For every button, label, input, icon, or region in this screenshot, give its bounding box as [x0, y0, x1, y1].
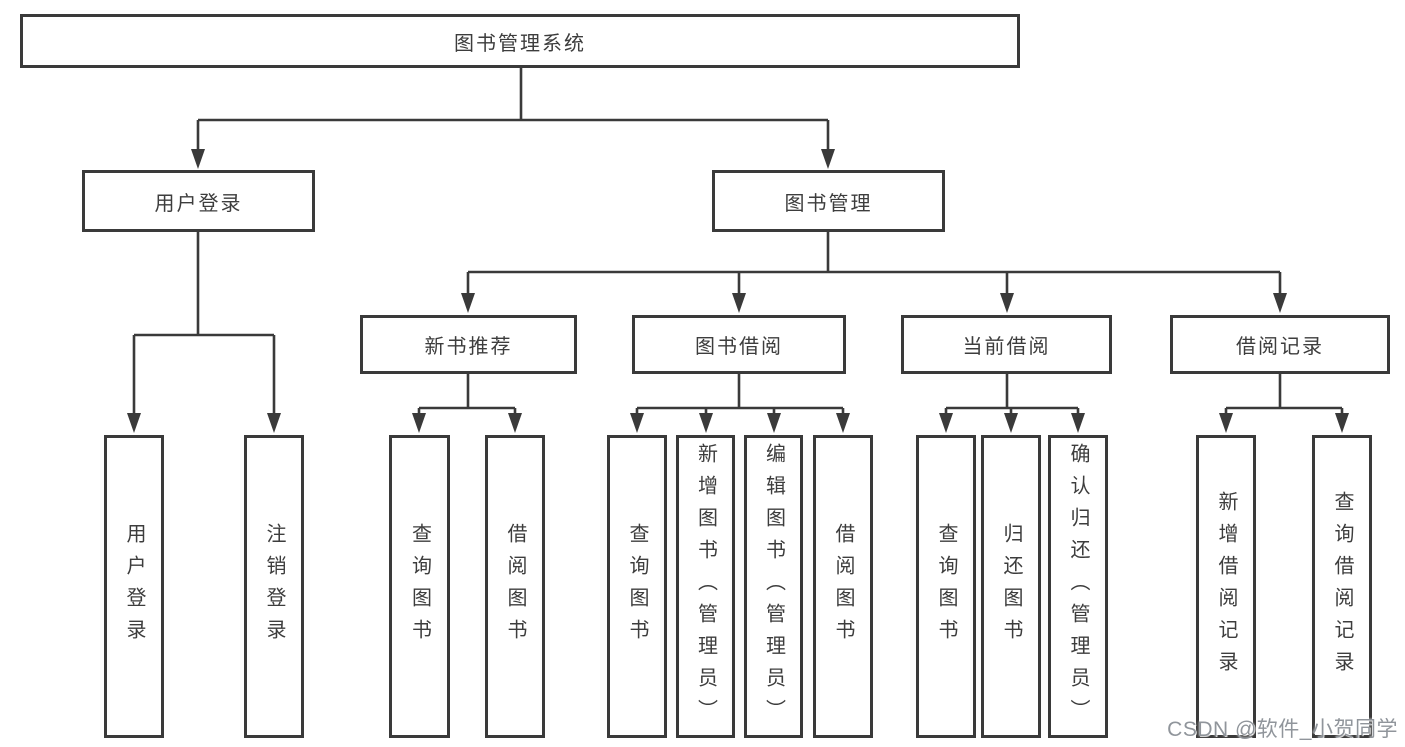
arrow-down-icon — [1219, 413, 1233, 433]
leaf-edit-books-admin: 编辑图书（管理员） — [744, 435, 803, 738]
leaf-query-books-2: 查询图书 — [607, 435, 667, 738]
leaf-label: 查询图书 — [626, 522, 648, 651]
node-library-management-system: 图书管理系统 — [20, 14, 1020, 68]
leaf-add-books-admin: 新增图书（管理员） — [676, 435, 735, 738]
leaf-label: 确认归还（管理员） — [1067, 442, 1089, 731]
leaf-label: 新增借阅记录 — [1215, 490, 1237, 683]
node-user-login: 用户登录 — [82, 170, 315, 232]
arrow-down-icon — [767, 413, 781, 433]
node-new-book-recommendation: 新书推荐 — [360, 315, 577, 374]
arrow-down-icon — [267, 413, 281, 433]
csdn-watermark: CSDN @软件_小贺同学 — [1167, 718, 1398, 741]
arrow-down-icon — [1335, 413, 1349, 433]
arrow-down-icon — [732, 293, 746, 313]
connector-new-book-recommendation — [417, 374, 517, 416]
connector-borrowing-records — [1224, 374, 1344, 416]
leaf-user-login: 用户登录 — [104, 435, 164, 738]
leaf-label: 归还图书 — [1000, 522, 1022, 651]
connector-root — [196, 68, 830, 152]
connector-book-borrowing — [635, 374, 845, 416]
arrow-down-icon — [412, 413, 426, 433]
leaf-label: 查询图书 — [935, 522, 957, 651]
leaf-borrow-books-2: 借阅图书 — [813, 435, 873, 738]
arrow-down-icon — [1071, 413, 1085, 433]
connector-user-login — [132, 232, 276, 416]
leaf-label: 新增图书（管理员） — [694, 442, 717, 731]
arrow-down-icon — [461, 293, 475, 313]
leaf-label: 查询借阅记录 — [1331, 490, 1353, 683]
leaf-label: 查询图书 — [408, 522, 431, 651]
connector-book-management — [466, 232, 1282, 296]
leaf-confirm-return-admin: 确认归还（管理员） — [1048, 435, 1108, 738]
arrow-down-icon — [939, 413, 953, 433]
leaf-query-borrow-record: 查询借阅记录 — [1312, 435, 1372, 738]
arrow-down-icon — [699, 413, 713, 433]
node-current-borrowing: 当前借阅 — [901, 315, 1112, 374]
arrow-down-icon — [1000, 293, 1014, 313]
node-borrowing-records: 借阅记录 — [1170, 315, 1390, 374]
leaf-label: 借阅图书 — [504, 522, 526, 651]
connector-current-borrowing — [944, 374, 1080, 416]
arrow-down-icon — [508, 413, 522, 433]
arrowheads — [127, 149, 1349, 433]
arrow-down-icon — [1273, 293, 1287, 313]
leaf-query-books-1: 查询图书 — [389, 435, 450, 738]
leaf-label: 借阅图书 — [832, 522, 854, 651]
arrow-down-icon — [821, 149, 835, 169]
arrow-down-icon — [191, 149, 205, 169]
arrow-down-icon — [836, 413, 850, 433]
leaf-label: 编辑图书（管理员） — [762, 442, 785, 731]
leaf-add-borrow-record: 新增借阅记录 — [1196, 435, 1256, 738]
leaf-label: 注销登录 — [263, 522, 285, 651]
leaf-borrow-books-1: 借阅图书 — [485, 435, 545, 738]
node-book-management: 图书管理 — [712, 170, 945, 232]
node-book-borrowing: 图书借阅 — [632, 315, 846, 374]
leaf-query-books-3: 查询图书 — [916, 435, 976, 738]
leaf-return-books: 归还图书 — [981, 435, 1041, 738]
leaf-logout: 注销登录 — [244, 435, 304, 738]
arrow-down-icon — [127, 413, 141, 433]
leaf-label: 用户登录 — [123, 522, 145, 651]
arrow-down-icon — [630, 413, 644, 433]
arrow-down-icon — [1004, 413, 1018, 433]
